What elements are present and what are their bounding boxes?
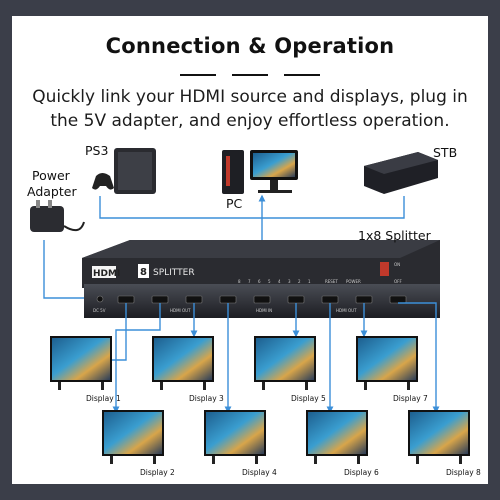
display-label-2: Display 2 [140, 468, 175, 477]
subtitle: Quickly link your HDMI source and displa… [20, 85, 480, 133]
hdmi-out-label-left: HDMI OUT [170, 308, 191, 313]
tv-display-1 [50, 336, 112, 390]
display-label-3: Display 3 [189, 394, 224, 403]
ps3-label: PS3 [85, 143, 109, 158]
display-label-5: Display 5 [291, 394, 326, 403]
subtitle-line-2: the 5V adapter, and enjoy effortless ope… [50, 111, 450, 131]
port-number-row: 8 7 6 5 4 3 2 1 [238, 279, 311, 284]
power-adapter-label-line-1: Power [32, 168, 70, 183]
power-label: POWER [346, 279, 361, 284]
tv-display-2 [102, 410, 164, 464]
dc-label: DC 5V [93, 308, 106, 313]
reset-label: RESET [325, 279, 338, 284]
display-label-1: Display 1 [86, 394, 121, 403]
splitter-device: HDMI 8 SPLITTER RESET POWER ON OFF DC 5V… [82, 240, 440, 318]
ps3-stb-link-line [99, 196, 405, 219]
device-name: SPLITTER [153, 268, 195, 278]
hdmi-out-label-right: HDMI OUT [336, 308, 357, 313]
port-number-4: 4 [278, 279, 281, 284]
display-label-8: Display 8 [446, 468, 481, 477]
device-logo: HDMI [93, 269, 120, 279]
stb-icon [364, 152, 438, 194]
display-label-4: Display 4 [242, 468, 277, 477]
title-divider-left [180, 74, 216, 76]
tv-display-5 [254, 336, 316, 390]
pc-icon [222, 150, 298, 194]
title-divider-center [232, 74, 268, 76]
hdmi-in-label: HDMI IN [256, 308, 272, 313]
page-title: Connection & Operation [105, 34, 395, 58]
display-label-6: Display 6 [344, 468, 379, 477]
ps3-icon [92, 148, 156, 194]
pc-label: PC [226, 196, 243, 211]
device-badge: 8 [140, 267, 147, 278]
port-number-6: 6 [258, 279, 261, 284]
subtitle-line-1: Quickly link your HDMI source and displa… [32, 87, 468, 107]
line-display-2 [112, 303, 161, 414]
port-number-2: 2 [298, 279, 301, 284]
off-label: OFF [394, 279, 402, 284]
port-number-7: 7 [248, 279, 251, 284]
title-divider-right [284, 74, 320, 76]
display-label-7: Display 7 [393, 394, 428, 403]
power-adapter-icon [30, 200, 85, 232]
output-ports [117, 295, 407, 304]
port-number-1: 1 [308, 279, 311, 284]
port-number-5: 5 [268, 279, 271, 284]
line-display-8 [398, 302, 440, 414]
tv-display-4 [204, 410, 266, 464]
tv-display-7 [356, 336, 418, 390]
port-number-3: 3 [288, 279, 291, 284]
stb-label: STB [433, 145, 458, 160]
tv-display-8 [408, 410, 470, 464]
tv-display-6 [306, 410, 368, 464]
port-number-8: 8 [238, 279, 241, 284]
power-line [43, 240, 92, 299]
power-adapter-label-line-2: Adapter [27, 184, 77, 199]
splitter-label: 1x8 Splitter [358, 228, 431, 243]
on-label: ON [394, 262, 400, 267]
tv-display-3 [152, 336, 214, 390]
output-connectors [102, 302, 440, 414]
display-tvs [50, 336, 470, 464]
